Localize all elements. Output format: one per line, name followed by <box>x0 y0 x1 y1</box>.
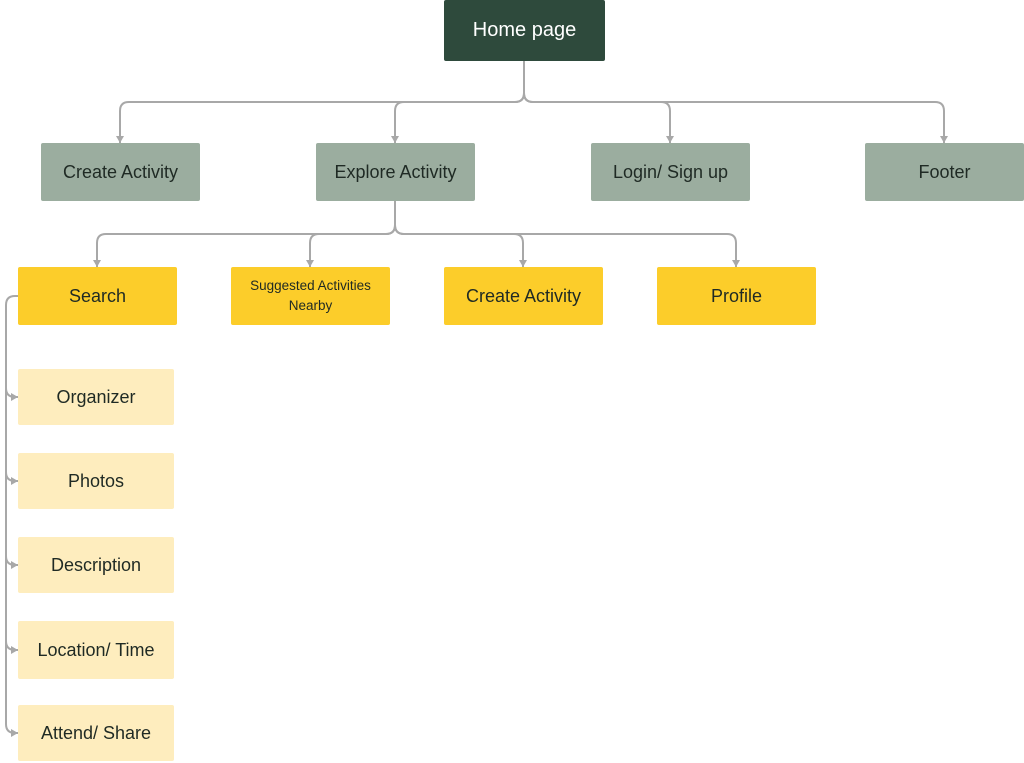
connector-search-to-item-4-arrow <box>11 729 18 737</box>
explore-node-create-activity: Create Activity <box>444 267 603 325</box>
section-node-create-activity: Create Activity <box>41 143 200 201</box>
connector-home-to-section-1-arrow <box>391 136 399 143</box>
connector-explore-to-child-0-arrow <box>93 260 101 267</box>
root-node-home-page: Home page <box>444 0 605 61</box>
search-node-photos: Photos <box>18 453 174 509</box>
connector-explore-to-child-2-arrow <box>519 260 527 267</box>
connector-home-to-section-2-arrow <box>666 136 674 143</box>
connector-explore-to-child-1-arrow <box>306 260 314 267</box>
connector-home-to-section-0-arrow <box>116 136 124 143</box>
connector-home-to-section-3 <box>523 61 945 143</box>
connector-explore-to-child-1 <box>309 201 396 267</box>
connector-search-to-item-1-arrow <box>11 477 18 485</box>
search-node-organizer: Organizer <box>18 369 174 425</box>
section-node-login-sign-up: Login/ Sign up <box>591 143 750 201</box>
search-node-location-time: Location/ Time <box>18 621 174 679</box>
connector-search-spine <box>5 295 18 734</box>
search-node-attend-share: Attend/ Share <box>18 705 174 761</box>
connector-home-to-section-1 <box>394 61 525 143</box>
connector-search-to-item-3-arrow <box>11 646 18 654</box>
explore-node-suggested-activities-nearby: Suggested Activities Nearby <box>231 267 390 325</box>
connector-search-to-item-2-arrow <box>11 561 18 569</box>
connector-home-to-section-3-arrow <box>940 136 948 143</box>
explore-node-profile: Profile <box>657 267 816 325</box>
connector-search-to-item-0-arrow <box>11 393 18 401</box>
explore-node-search: Search <box>18 267 177 325</box>
section-node-explore-activity: Explore Activity <box>316 143 475 201</box>
section-node-footer: Footer <box>865 143 1024 201</box>
connector-explore-to-child-3 <box>394 201 737 267</box>
connector-explore-to-child-3-arrow <box>732 260 740 267</box>
search-node-description: Description <box>18 537 174 593</box>
